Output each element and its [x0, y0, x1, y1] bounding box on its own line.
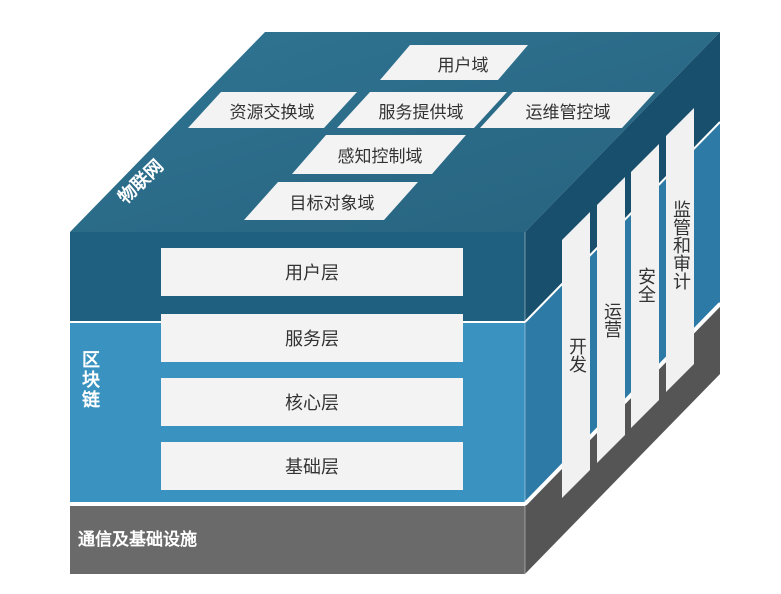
sensing-control-domain-label: 感知控制域	[337, 147, 423, 167]
resource-exchange-domain-shape	[188, 92, 357, 128]
user-layer-label: 用户层	[285, 263, 339, 284]
development-pillar	[562, 212, 590, 498]
operations-control-domain-shape	[480, 92, 655, 128]
operations-control-domain-label: 运维管控域	[525, 102, 611, 123]
foundation-layer-panel	[161, 442, 463, 490]
infrastructure-label: 通信及基础设施	[78, 529, 197, 550]
core-layer-label: 核心层	[285, 393, 339, 414]
blockchain-label: 区块链	[79, 350, 100, 410]
security-label: 安全	[635, 267, 656, 303]
service-provision-domain-shape	[337, 92, 507, 128]
operation-pillar	[597, 177, 625, 463]
infrastructure-front-band	[70, 506, 525, 574]
supervision-audit-pillar	[666, 108, 694, 392]
target-object-domain-label: 目标对象域	[289, 193, 375, 214]
supervision-audit-label: 监管和审计	[670, 200, 691, 290]
security-pillar	[631, 144, 659, 428]
user-layer-panel	[161, 248, 463, 296]
sensing-control-domain-shape	[292, 135, 466, 174]
development-label: 开发	[566, 337, 587, 373]
resource-exchange-domain-label: 资源交换域	[229, 102, 315, 123]
user-domain-label: 用户域	[437, 55, 489, 76]
core-layer-panel	[161, 378, 463, 426]
user-domain-shape	[380, 45, 528, 80]
foundation-layer-label: 基础层	[285, 457, 339, 478]
target-object-domain-shape	[244, 182, 418, 220]
top-face	[70, 32, 720, 232]
service-provision-domain-label: 服务提供域	[378, 102, 464, 123]
operation-label: 运营	[601, 302, 622, 338]
service-layer-panel	[161, 314, 463, 362]
service-layer-label: 服务层	[285, 329, 339, 350]
